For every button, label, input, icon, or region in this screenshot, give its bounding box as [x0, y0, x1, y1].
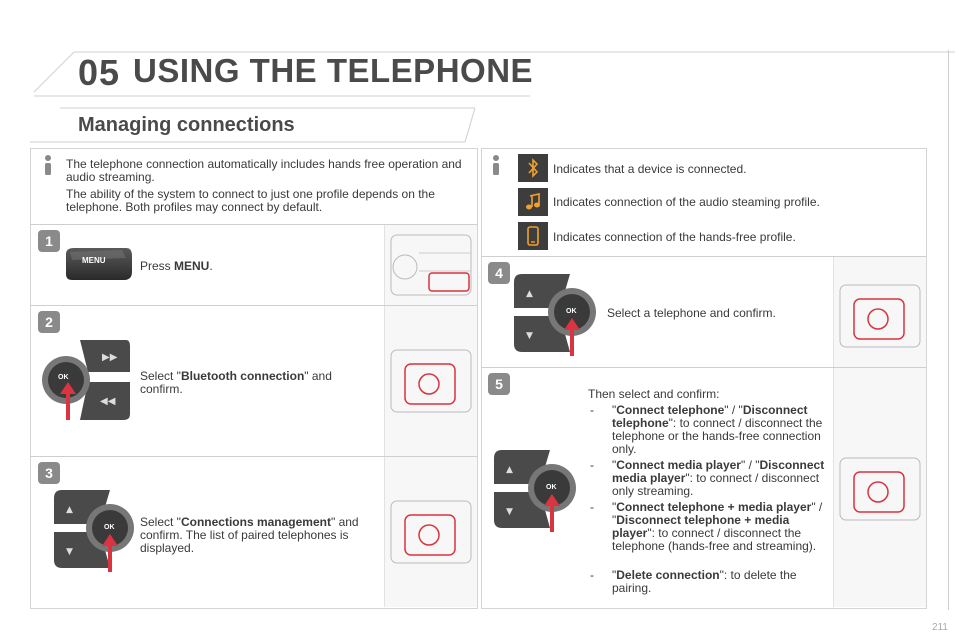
ok-knob-updown-image: ▲ ▼ — [494, 450, 576, 532]
ok-button-label: OK — [104, 524, 115, 531]
dashboard-sketch-icon — [390, 234, 472, 296]
menu-button-image — [66, 248, 132, 280]
step-4-text: Select a telephone and confirm. — [607, 306, 776, 320]
svg-text:▲: ▲ — [526, 289, 533, 299]
step-1-thumbnail — [384, 225, 477, 305]
section-title: Managing connections — [78, 114, 295, 136]
svg-text:▼: ▼ — [506, 507, 513, 517]
dashboard-sketch-icon — [839, 284, 921, 348]
page-number: 211 — [932, 622, 948, 633]
step-5-thumbnail — [833, 368, 926, 607]
menu-button-label: MENU — [82, 256, 106, 265]
divider — [481, 256, 926, 257]
status-text-connected: Indicates that a device is connected. — [553, 162, 747, 176]
step-2-text: Select "Bluetooth connection" and confir… — [140, 369, 332, 396]
ok-button-label: OK — [546, 484, 557, 491]
step-2-thumbnail — [384, 306, 477, 456]
info-text-1: The telephone connection automatically i… — [66, 157, 462, 184]
music-note-icon — [518, 188, 548, 216]
step-badge-5: 5 — [488, 373, 510, 395]
status-text-audio: Indicates connection of the audio steami… — [553, 195, 820, 209]
dashboard-sketch-icon — [839, 457, 921, 521]
step-badge-4: 4 — [488, 262, 510, 284]
ok-knob-seek-image: ▶▶ ◀◀ — [42, 340, 130, 420]
dashboard-sketch-icon — [390, 500, 472, 564]
phone-icon — [518, 222, 548, 250]
divider — [30, 456, 477, 457]
step-3-text: Select "Connections management" and conf… — [140, 515, 359, 555]
info-icon — [45, 155, 51, 175]
bullet-connect-telephone-media: - "Connect telephone + media player" / "… — [590, 500, 823, 553]
ok-knob-updown-image: ▲ ▼ — [514, 274, 596, 356]
bullet-connect-telephone: - "Connect telephone" / "Disconnect tele… — [590, 403, 823, 456]
bluetooth-icon — [518, 154, 548, 182]
divider — [481, 367, 926, 368]
ok-button-label: OK — [58, 374, 69, 381]
step-5-intro: Then select and confirm: — [588, 387, 720, 401]
header-decoration — [30, 51, 955, 143]
divider — [30, 305, 477, 306]
ok-knob-updown-image: ▲ ▼ — [54, 490, 134, 572]
svg-text:▶▶: ▶▶ — [102, 352, 118, 363]
svg-text:◀◀: ◀◀ — [100, 396, 116, 407]
svg-text:▼: ▼ — [526, 331, 533, 341]
bullet-delete-connection: - "Delete connection": to delete the pai… — [590, 568, 797, 595]
step-badge-2: 2 — [38, 311, 60, 333]
dashboard-sketch-icon — [390, 349, 472, 413]
svg-text:▲: ▲ — [66, 505, 73, 515]
step-1-text: Press MENU. — [140, 259, 213, 273]
info-icon — [493, 155, 499, 175]
svg-text:▼: ▼ — [66, 547, 73, 557]
ok-button-label: OK — [566, 308, 577, 315]
bullet-connect-media: - "Connect media player" / "Disconnect m… — [590, 458, 825, 498]
status-text-handsfree: Indicates connection of the hands-free p… — [553, 230, 796, 244]
step-badge-3: 3 — [38, 462, 60, 484]
svg-text:▲: ▲ — [506, 465, 513, 475]
divider — [30, 224, 477, 225]
page-title: USING THE TELEPHONE — [133, 52, 534, 89]
info-text-2: The ability of the system to connect to … — [66, 187, 435, 214]
chapter-number: 05 — [78, 52, 121, 93]
step-4-thumbnail — [833, 257, 926, 367]
step-3-thumbnail — [384, 457, 477, 607]
step-badge-1: 1 — [38, 230, 60, 252]
right-margin-line — [948, 50, 949, 610]
